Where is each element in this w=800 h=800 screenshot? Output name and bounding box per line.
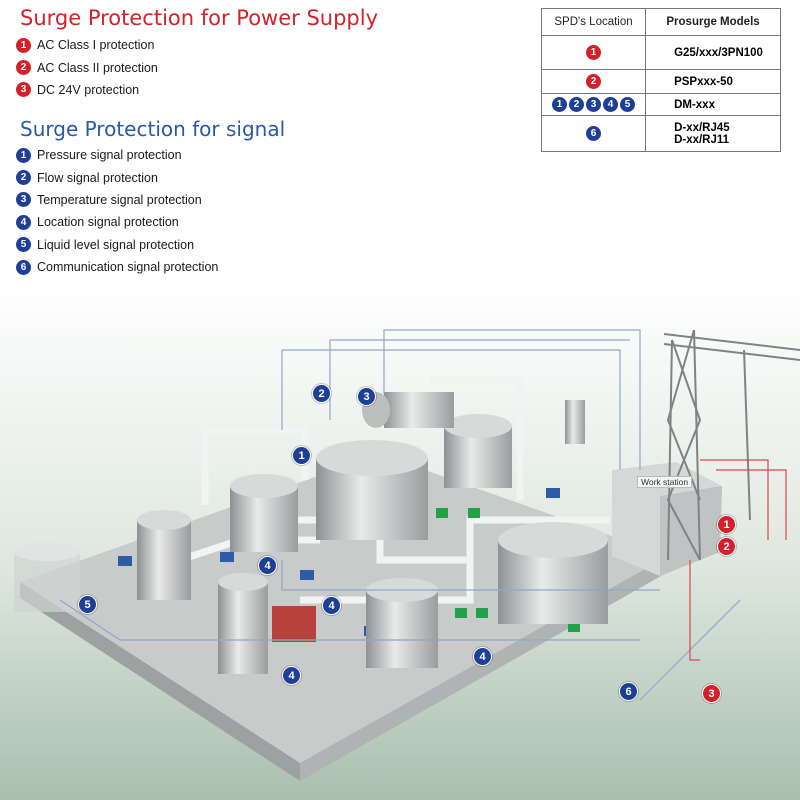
number-badge: 2 xyxy=(586,74,602,89)
callout-badge: 4 xyxy=(282,666,301,685)
number-badge: 1 xyxy=(16,37,31,53)
valve-group xyxy=(436,508,580,632)
table-row: 1 G25/xxx/3PN100 xyxy=(540,35,781,70)
legend-item: 2 AC Class II protection xyxy=(16,56,158,78)
header-models: Prosurge Models xyxy=(645,8,781,36)
callout-badge: 4 xyxy=(322,596,341,615)
table-row: 6 D-xx/RJ45 D-xx/RJ11 xyxy=(540,115,781,152)
signal-title: Surge Protection for signal xyxy=(20,117,286,141)
model-cell: D-xx/RJ45 D-xx/RJ11 xyxy=(645,115,781,152)
legend-item: 6 Communication signal protection xyxy=(16,256,218,278)
callout-badge: 2 xyxy=(717,537,736,556)
workstation-label: Work station xyxy=(637,476,693,488)
number-badge: 5 xyxy=(16,237,31,253)
number-badge: 3 xyxy=(16,192,31,208)
legend-label: Temperature signal protection xyxy=(37,192,202,207)
number-badge: 6 xyxy=(16,259,31,275)
model-cell: DM-xxx xyxy=(645,93,781,116)
number-badge: 6 xyxy=(586,126,602,141)
number-badge: 1 xyxy=(16,147,31,163)
model-cell: G25/xxx/3PN100 xyxy=(645,35,781,70)
spd-model-table: SPD's Location Prosurge Models 1 G25/xxx… xyxy=(540,8,781,152)
number-badge: 4 xyxy=(603,97,619,112)
table-header-row: SPD's Location Prosurge Models xyxy=(540,8,781,36)
legend-item: 1 Pressure signal protection xyxy=(16,144,218,166)
callout-badge: 3 xyxy=(702,684,721,703)
tank-group xyxy=(14,392,608,674)
table-row: 2 PSPxxx-50 xyxy=(540,69,781,94)
header-location: SPD's Location xyxy=(540,8,647,36)
callout-badge: 6 xyxy=(619,682,638,701)
number-badge: 2 xyxy=(16,170,31,186)
legend-item: 2 Flow signal protection xyxy=(16,166,218,188)
callout-badge: 1 xyxy=(292,446,311,465)
location-cell: 2 xyxy=(540,69,647,94)
signal-legend: 1 Pressure signal protection 2 Flow signal… xyxy=(16,144,218,278)
workstation-building xyxy=(612,462,722,576)
legend-label: Location signal protection xyxy=(37,215,179,230)
legend-label: Pressure signal protection xyxy=(37,148,182,163)
legend-label: Liquid level signal protection xyxy=(37,237,195,252)
legend-item: 1 AC Class I protection xyxy=(16,34,158,56)
callout-badge: 1 xyxy=(717,515,736,534)
legend-label: Communication signal protection xyxy=(37,260,219,275)
power-supply-title: Surge Protection for Power Supply xyxy=(20,6,379,30)
model-cell: PSPxxx-50 xyxy=(645,69,781,94)
callout-badge: 4 xyxy=(473,647,492,666)
legend-item: 3 DC 24V protection xyxy=(16,79,158,101)
callout-badge: 5 xyxy=(78,595,97,614)
number-badge: 4 xyxy=(16,214,31,230)
location-cell: 6 xyxy=(540,115,647,152)
number-badge: 5 xyxy=(620,97,636,112)
number-badge: 3 xyxy=(586,97,602,112)
number-badge: 1 xyxy=(552,97,568,112)
callout-badge: 3 xyxy=(357,387,376,406)
number-badge: 1 xyxy=(586,45,602,60)
power-tower xyxy=(663,329,800,561)
legend-label: DC 24V protection xyxy=(37,82,140,97)
legend-label: AC Class II protection xyxy=(37,60,158,75)
power-wiring xyxy=(689,459,787,661)
power-supply-legend: 1 AC Class I protection 2 AC Class II prot… xyxy=(16,34,158,101)
model-line: D-xx/RJ45 xyxy=(674,121,730,134)
location-cell: 1 xyxy=(540,35,647,70)
legend-item: 4 Location signal protection xyxy=(16,211,218,233)
model-line: D-xx/RJ11 xyxy=(674,133,730,146)
legend-item: 3 Temperature signal protection xyxy=(16,189,218,211)
legend-label: Flow signal protection xyxy=(37,170,158,185)
number-badge: 2 xyxy=(569,97,585,112)
number-badge: 3 xyxy=(16,82,31,98)
callout-badge: 2 xyxy=(312,384,331,403)
legend-label: AC Class I protection xyxy=(37,38,155,53)
callout-badge: 4 xyxy=(258,556,277,575)
legend-item: 5 Liquid level signal protection xyxy=(16,234,218,256)
number-badge: 2 xyxy=(16,60,31,76)
